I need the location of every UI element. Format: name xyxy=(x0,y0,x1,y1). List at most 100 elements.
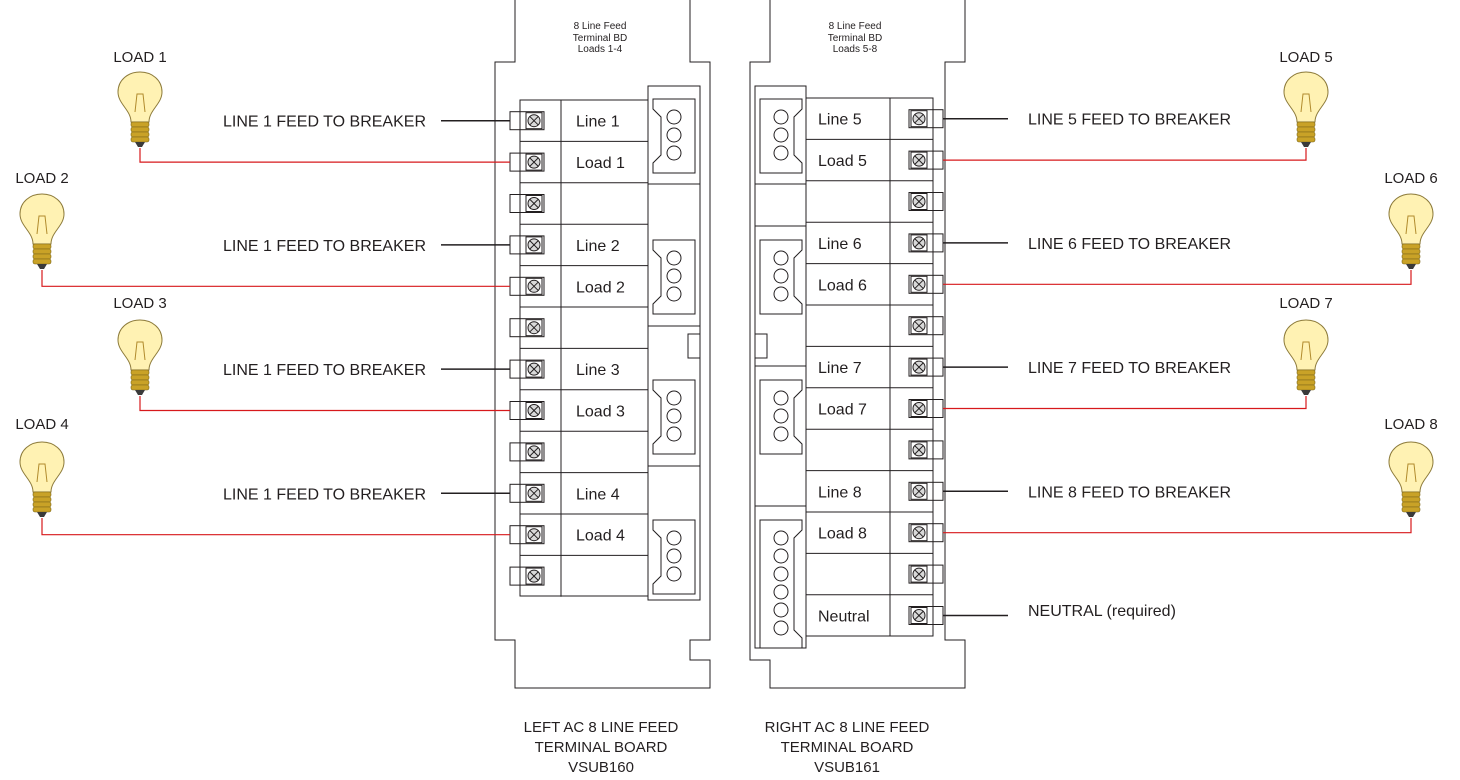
left-row-label: Line 1 xyxy=(576,114,620,131)
right-plug xyxy=(759,519,803,649)
bulb-base-ring xyxy=(1401,258,1421,265)
left-plug-pin xyxy=(666,548,682,564)
left-board-header-1: 8 Line Feed xyxy=(574,21,627,32)
bulb-base-ring xyxy=(32,248,52,255)
right-plug-pin xyxy=(773,620,789,636)
bulb-filament xyxy=(36,215,48,235)
bulb-base-ring xyxy=(1401,506,1421,513)
left-board-caption-1: LEFT AC 8 LINE FEED xyxy=(524,719,679,736)
screw-slot xyxy=(914,486,924,496)
bulb-base-ring xyxy=(32,491,52,498)
right-feed-label: LINE 8 FEED TO BREAKER xyxy=(1028,484,1231,501)
load-label: LOAD 5 xyxy=(1279,49,1332,66)
right-plug-pin xyxy=(773,127,789,143)
right-board-caption-3: VSUB161 xyxy=(814,759,880,776)
bulb-contact xyxy=(135,142,145,147)
load-wire xyxy=(41,270,510,287)
bulb-filament xyxy=(36,463,48,483)
bulb-base-ring xyxy=(32,243,52,250)
bulb-base-ring xyxy=(130,136,150,143)
right-row-label: Line 5 xyxy=(818,112,862,129)
left-plug-pin xyxy=(666,109,682,125)
bulb-base-ring xyxy=(1401,491,1421,498)
left-board-header-3: Loads 1-4 xyxy=(578,44,623,55)
bulb-base-ring xyxy=(32,253,52,260)
right-plug-pin xyxy=(773,548,789,564)
left-plug-pin xyxy=(666,408,682,424)
bulb-base-ring xyxy=(1296,374,1316,381)
load-label: LOAD 3 xyxy=(113,295,166,312)
bulb-base-ring xyxy=(1296,379,1316,386)
light-bulb-icon xyxy=(19,441,65,517)
screw-slot xyxy=(914,569,924,579)
bulb-base-ring xyxy=(130,126,150,133)
right-board-header-3: Loads 5-8 xyxy=(833,44,878,55)
bulb-glass xyxy=(117,319,163,371)
right-plug-pin xyxy=(773,145,789,161)
screw-slot xyxy=(914,197,924,206)
left-plug-pin xyxy=(666,250,682,266)
bulb-base-ring xyxy=(130,121,150,128)
left-plug-pin xyxy=(666,566,682,582)
right-board-header-2: Terminal BD xyxy=(828,33,882,44)
screw-slot xyxy=(529,406,539,415)
left-plug-pin xyxy=(666,390,682,406)
load-wire xyxy=(139,148,510,163)
right-plug-pin xyxy=(773,530,789,546)
load-wire xyxy=(943,148,1307,161)
screw-slot xyxy=(914,611,924,620)
left-plug-pin xyxy=(666,426,682,442)
bulb-contact xyxy=(1406,512,1416,517)
left-row-label: Load 3 xyxy=(576,404,625,421)
left-row-label: Line 3 xyxy=(576,362,620,379)
bulb-base-ring xyxy=(1296,121,1316,128)
right-row-label: Neutral xyxy=(818,609,870,626)
left-board-header-2: Terminal BD xyxy=(573,33,627,44)
right-feed-label: LINE 5 FEED TO BREAKER xyxy=(1028,112,1231,129)
right-board-outline xyxy=(749,0,966,689)
right-row-label: Line 6 xyxy=(818,236,862,253)
right-plug-pin xyxy=(773,109,789,125)
load-label: LOAD 1 xyxy=(113,49,166,66)
bulb-base-ring xyxy=(32,501,52,508)
screw-slot xyxy=(914,114,924,124)
bulb-filament xyxy=(1405,463,1417,483)
bulb-base-ring xyxy=(1401,248,1421,255)
load-wire xyxy=(943,518,1412,534)
screw-slot xyxy=(529,157,539,167)
right-plug-pin xyxy=(773,602,789,618)
load-label: LOAD 6 xyxy=(1384,170,1437,187)
light-bulb-icon xyxy=(1388,441,1434,517)
right-plug-pin xyxy=(773,268,789,284)
screw-slot xyxy=(914,404,924,413)
screw-slot xyxy=(914,321,924,331)
bulb-filament xyxy=(134,93,146,113)
screw-slot xyxy=(914,155,924,165)
left-plug-pin xyxy=(666,268,682,284)
right-row-label: Line 8 xyxy=(818,484,862,501)
bulb-base-ring xyxy=(130,131,150,138)
bulb-base-ring xyxy=(1296,369,1316,376)
right-feed-label: LINE 6 FEED TO BREAKER xyxy=(1028,236,1231,253)
right-feed-label: LINE 7 FEED TO BREAKER xyxy=(1028,360,1231,377)
left-plug-pin xyxy=(666,530,682,546)
light-bulb-icon xyxy=(1283,319,1329,395)
load-wire xyxy=(943,396,1307,410)
screw-slot xyxy=(529,571,539,581)
bulb-glass xyxy=(1388,441,1434,493)
right-plug-pin xyxy=(773,286,789,302)
right-row-label: Load 6 xyxy=(818,277,867,294)
right-board-header-1: 8 Line Feed xyxy=(829,21,882,32)
bulb-base-ring xyxy=(1401,253,1421,260)
screw-slot xyxy=(529,323,539,333)
left-board-caption-3: VSUB160 xyxy=(568,759,634,776)
bulb-filament xyxy=(1300,93,1312,113)
left-row-label: Line 2 xyxy=(576,238,620,255)
right-board-caption-1: RIGHT AC 8 LINE FEED xyxy=(765,719,930,736)
bulb-filament xyxy=(1300,341,1312,361)
left-plug-pin xyxy=(666,286,682,302)
light-bulb-icon xyxy=(117,319,163,395)
bulb-base-ring xyxy=(32,258,52,265)
screw-slot xyxy=(914,362,924,372)
